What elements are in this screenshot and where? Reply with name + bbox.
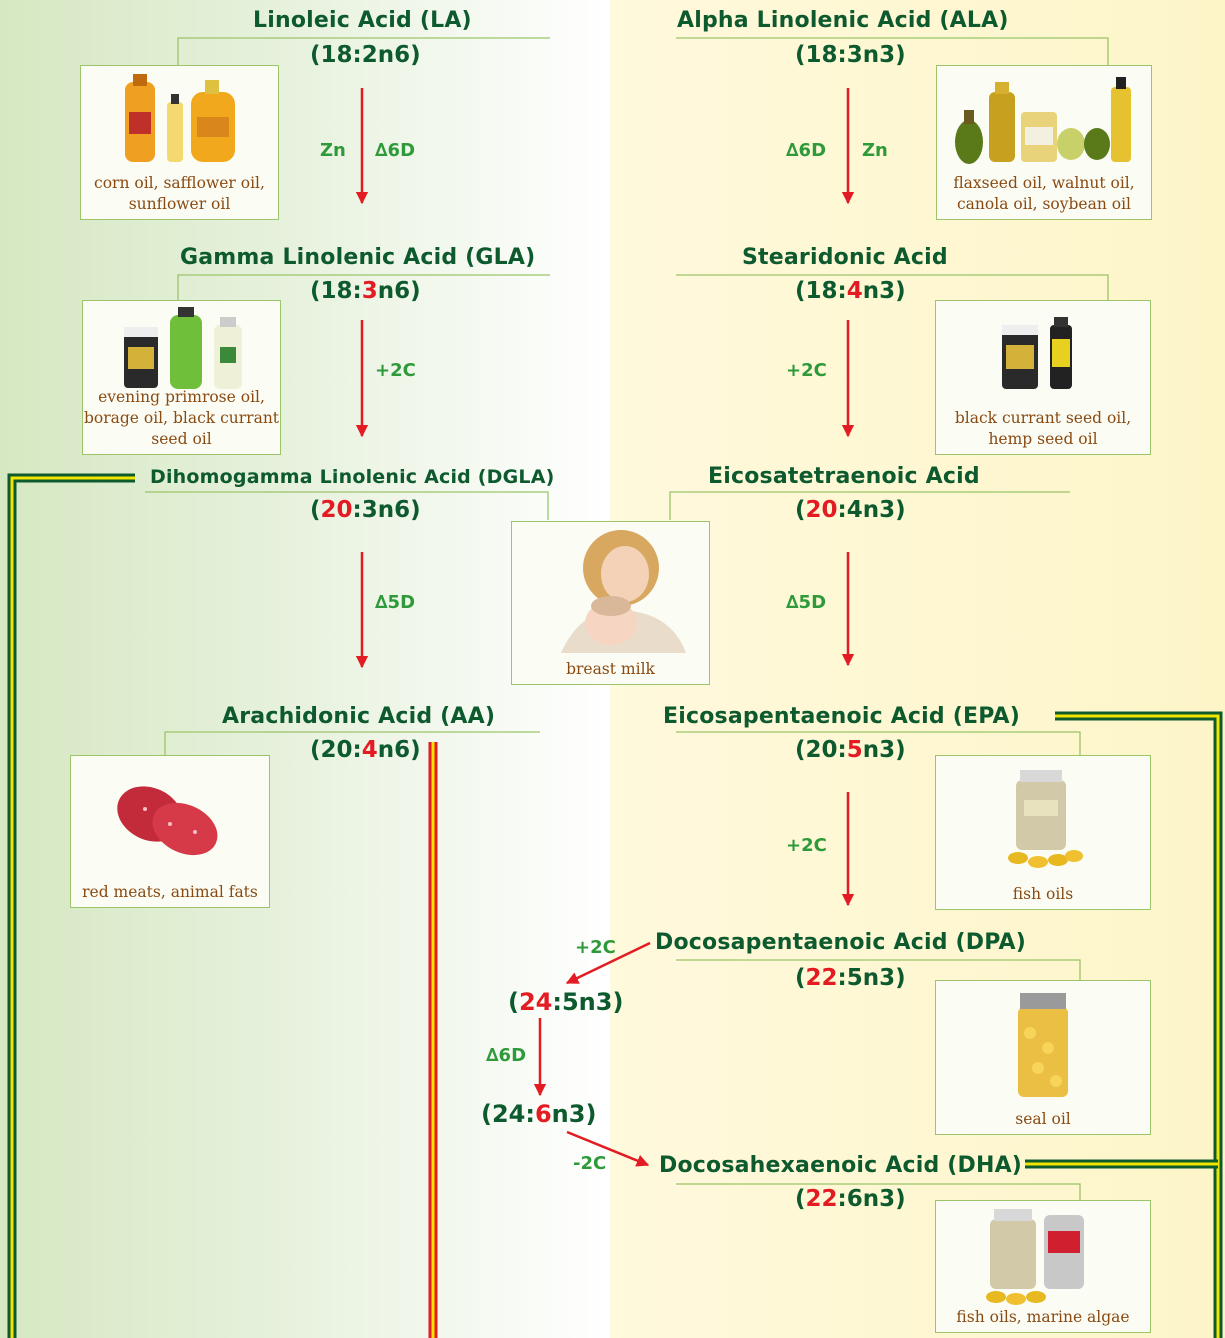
eta-connector bbox=[669, 491, 1070, 520]
la-d6d-step: ∆6D bbox=[375, 140, 416, 161]
mother-baby-image bbox=[512, 528, 709, 653]
aa-source-caption: red meats, animal fats bbox=[82, 883, 258, 901]
ala-source-caption: flaxseed oil, walnut oil, canola oil, so… bbox=[953, 174, 1135, 213]
dpa-c24-arrow bbox=[565, 941, 651, 985]
dha-title: Docosahexaenoic Acid (DHA) bbox=[659, 1153, 1023, 1178]
supplement-bottles-image bbox=[83, 307, 280, 392]
epa-title: Eicosapentaenoic Acid (EPA) bbox=[663, 704, 1020, 729]
eta-title: Eicosatetraenoic Acid bbox=[708, 464, 980, 489]
gla-connector bbox=[177, 274, 550, 300]
epa-2c-step: +2C bbox=[786, 835, 827, 856]
breast-milk-caption: breast milk bbox=[566, 660, 655, 678]
ala-d6d-step: ∆6D bbox=[786, 140, 827, 161]
omega3-oils-image bbox=[937, 72, 1151, 167]
epa-connector bbox=[676, 731, 1081, 755]
epa-source-box: fish oils bbox=[935, 755, 1151, 910]
c24-5-formula: (24:5n3) bbox=[508, 988, 624, 1016]
dgla-formula: (20:3n6) bbox=[310, 497, 421, 523]
epa-formula: (20:5n3) bbox=[795, 737, 906, 763]
dpa-source-caption: seal oil bbox=[1015, 1110, 1071, 1128]
c24-6-formula: (24:6n3) bbox=[481, 1100, 597, 1128]
gla-formula: (18:3n6) bbox=[310, 278, 421, 304]
aa-connector bbox=[164, 731, 540, 755]
hemp-bottles-image bbox=[936, 315, 1150, 393]
oil-bottles-image bbox=[81, 72, 278, 167]
gla-source-box: evening primrose oil, borage oil, black … bbox=[82, 300, 281, 455]
dpa-2c-step: +2C bbox=[575, 937, 616, 958]
dpa-connector bbox=[676, 959, 1081, 980]
aa-source-box: red meats, animal fats bbox=[70, 755, 270, 908]
dha-source-box: fish oils, marine algae bbox=[935, 1200, 1151, 1333]
la-zn-step: Zn bbox=[320, 140, 346, 161]
sda-source-caption: black currant seed oil, hemp seed oil bbox=[954, 409, 1132, 448]
c24-dha-arrow bbox=[566, 1130, 650, 1167]
la-connector bbox=[177, 37, 550, 65]
ala-title: Alpha Linolenic Acid (ALA) bbox=[677, 8, 1009, 33]
sda-title: Stearidonic Acid bbox=[742, 245, 948, 270]
ala-zn-step: Zn bbox=[862, 140, 888, 161]
dpa-source-box: seal oil bbox=[935, 980, 1151, 1135]
dgla-title: Dihomogamma Linolenic Acid (DGLA) bbox=[150, 466, 555, 488]
la-source-caption: corn oil, safflower oil, sunflower oil bbox=[94, 174, 265, 213]
eta-d5d-step: ∆5D bbox=[786, 592, 827, 613]
c24-minus2c-step: -2C bbox=[573, 1153, 607, 1174]
fish-oil-algae-image bbox=[936, 1205, 1150, 1305]
ala-formula: (18:3n3) bbox=[795, 42, 906, 68]
dpa-formula: (22:5n3) bbox=[795, 965, 906, 991]
fish-oil-jar-image bbox=[936, 770, 1150, 870]
ala-source-box: flaxseed oil, walnut oil, canola oil, so… bbox=[936, 65, 1152, 220]
dha-connector bbox=[676, 1183, 1081, 1200]
dgla-pathway-line bbox=[7, 473, 135, 1338]
c24-d6d-step: ∆6D bbox=[486, 1045, 527, 1066]
dha-formula: (22:6n3) bbox=[795, 1186, 906, 1212]
seal-oil-jar-image bbox=[936, 993, 1150, 1103]
sda-formula: (18:4n3) bbox=[795, 278, 906, 304]
eta-formula: (20:4n3) bbox=[795, 497, 906, 523]
la-source-box: corn oil, safflower oil, sunflower oil bbox=[80, 65, 279, 220]
gla-title: Gamma Linolenic Acid (GLA) bbox=[180, 245, 536, 270]
gla-source-caption: evening primrose oil, borage oil, black … bbox=[83, 388, 280, 448]
ala-connector bbox=[676, 37, 1109, 65]
dha-source-caption: fish oils, marine algae bbox=[956, 1308, 1130, 1326]
aa-formula: (20:4n6) bbox=[310, 737, 421, 763]
omega6-panel bbox=[0, 0, 610, 1338]
la-formula: (18:2n6) bbox=[310, 42, 421, 68]
sda-source-box: black currant seed oil, hemp seed oil bbox=[935, 300, 1151, 455]
sda-2c-step: +2C bbox=[786, 360, 827, 381]
la-title: Linoleic Acid (LA) bbox=[253, 8, 472, 33]
breast-milk-box: breast milk bbox=[511, 521, 710, 685]
sda-connector bbox=[676, 274, 1109, 300]
aa-title: Arachidonic Acid (AA) bbox=[222, 704, 496, 729]
gla-2c-step: +2C bbox=[375, 360, 416, 381]
dpa-title: Docosapentaenoic Acid (DPA) bbox=[655, 930, 1027, 955]
dgla-d5d-step: ∆5D bbox=[375, 592, 416, 613]
epa-source-caption: fish oils bbox=[1012, 885, 1074, 903]
red-meat-image bbox=[71, 774, 269, 864]
dgla-connector bbox=[145, 491, 549, 520]
